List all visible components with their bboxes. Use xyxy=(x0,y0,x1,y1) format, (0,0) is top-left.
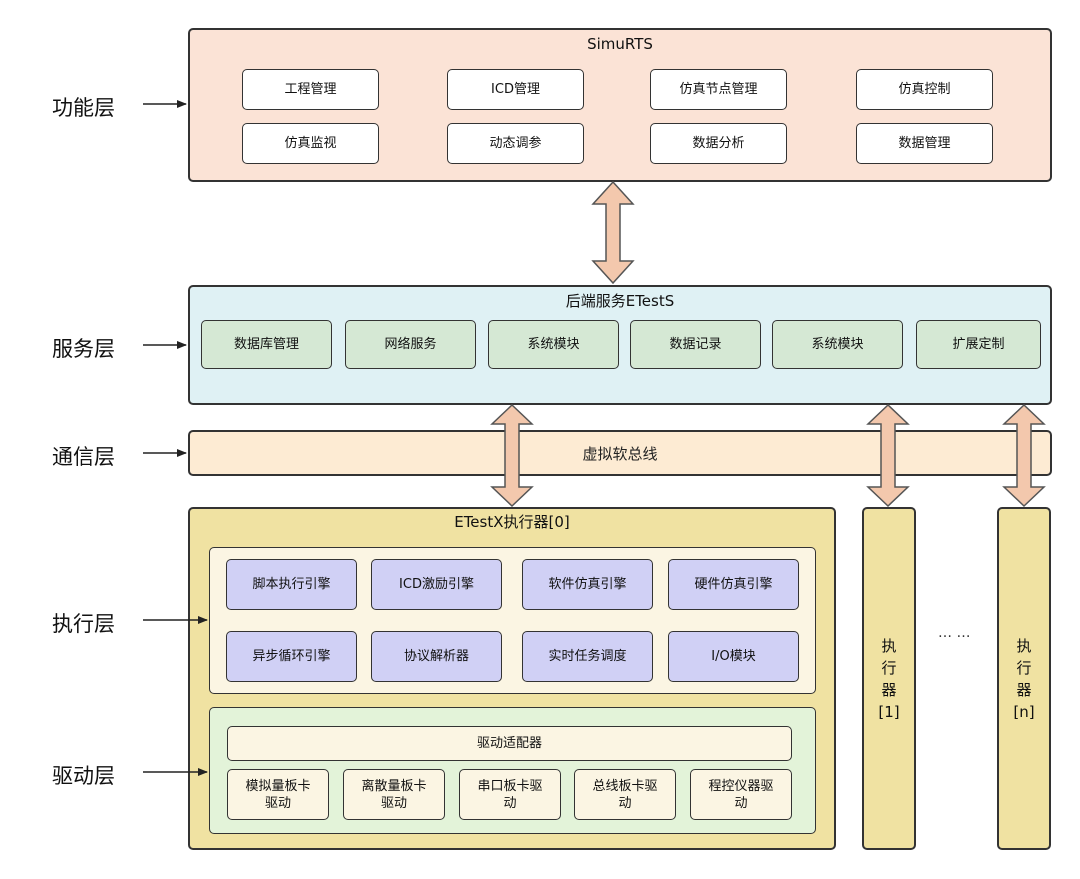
engine-script-execution: 脚本执行引擎 xyxy=(226,559,357,610)
arrow-backend-executor0 xyxy=(490,403,534,508)
executorN-label: 执 行 器 [n] xyxy=(1013,636,1035,721)
driver-bus-board: 总线板卡驱 动 xyxy=(574,769,676,820)
service-data-recording: 数据记录 xyxy=(630,320,761,369)
engine-software-simulation: 软件仿真引擎 xyxy=(522,559,653,610)
service-database-management: 数据库管理 xyxy=(201,320,332,369)
module-sim-node-management: 仿真节点管理 xyxy=(650,69,787,110)
driver-analog-board: 模拟量板卡 驱动 xyxy=(227,769,329,820)
ellipsis: … … xyxy=(938,625,971,641)
module-data-management: 数据管理 xyxy=(856,123,993,164)
driver-program-instrument: 程控仪器驱 动 xyxy=(690,769,792,820)
engine-async-loop: 异步循环引擎 xyxy=(226,631,357,682)
driver-serial-board: 串口板卡驱 动 xyxy=(459,769,561,820)
executor1-panel: 执 行 器 [1] xyxy=(862,507,916,850)
driver-adapter: 驱动适配器 xyxy=(227,726,792,761)
module-project-management: 工程管理 xyxy=(242,69,379,110)
protocol-parser: 协议解析器 xyxy=(371,631,502,682)
virtual-bus: 虚拟软总线 xyxy=(188,430,1052,476)
backend-panel: 后端服务ETestS xyxy=(188,285,1052,405)
backend-title: 后端服务ETestS xyxy=(565,292,675,310)
layer-label-communication: 通信层 xyxy=(52,445,115,469)
service-system-module-2: 系统模块 xyxy=(772,320,903,369)
module-sim-monitor: 仿真监视 xyxy=(242,123,379,164)
engine-icd-stimulus: ICD激励引擎 xyxy=(371,559,502,610)
service-extension-customization: 扩展定制 xyxy=(916,320,1041,369)
io-module: I/O模块 xyxy=(668,631,799,682)
service-system-module-1: 系统模块 xyxy=(488,320,619,369)
arrow-backend-executorN xyxy=(1002,403,1046,508)
arrow-backend-executor1 xyxy=(866,403,910,508)
layer-label-execution: 执行层 xyxy=(52,612,115,636)
service-network: 网络服务 xyxy=(345,320,476,369)
arrow-simurts-backend xyxy=(591,180,635,285)
realtime-task-scheduler: 实时任务调度 xyxy=(522,631,653,682)
executor0-title: ETestX执行器[0] xyxy=(454,513,570,531)
layer-label-driver: 驱动层 xyxy=(52,764,115,788)
module-icd-management: ICD管理 xyxy=(447,69,584,110)
executor1-label: 执 行 器 [1] xyxy=(878,636,900,721)
executorN-panel: 执 行 器 [n] xyxy=(997,507,1051,850)
layer-label-functional: 功能层 xyxy=(52,96,115,120)
engine-hardware-simulation: 硬件仿真引擎 xyxy=(668,559,799,610)
layer-label-service: 服务层 xyxy=(52,337,115,361)
module-dynamic-tuning: 动态调参 xyxy=(447,123,584,164)
module-data-analysis: 数据分析 xyxy=(650,123,787,164)
module-sim-control: 仿真控制 xyxy=(856,69,993,110)
simurts-title: SimuRTS xyxy=(587,35,653,53)
virtual-bus-label: 虚拟软总线 xyxy=(582,444,658,463)
driver-discrete-board: 离散量板卡 驱动 xyxy=(343,769,445,820)
